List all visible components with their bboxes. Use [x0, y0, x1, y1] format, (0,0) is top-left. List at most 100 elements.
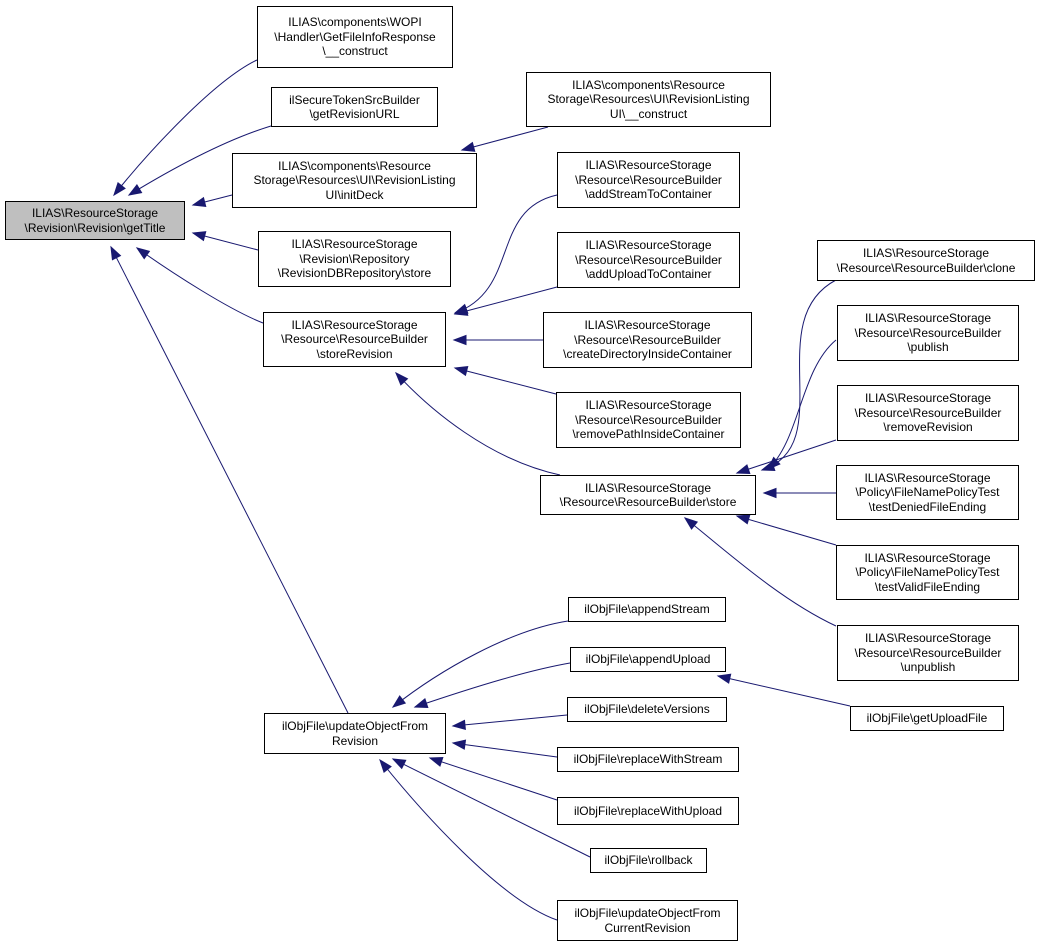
node-publish-line-1: ILIAS\ResourceStorage	[864, 311, 992, 326]
node-updatefromrev[interactable]: ilObjFile\updateObjectFrom Revision	[264, 713, 446, 754]
edge-removepath-to-storerevision	[454, 367, 557, 395]
edge-revlisting_construct-to-initdeck	[461, 126, 549, 151]
node-denied-line-3: \testDeniedFileEnding	[868, 499, 987, 514]
arrowhead-replaceupload-to-updatefromrev	[428, 756, 444, 767]
edge-replaceupload-to-updatefromrev	[429, 757, 558, 801]
arrowhead-wopi-to-gettitle	[113, 181, 126, 197]
node-unpublish-line-1: ILIAS\ResourceStorage	[864, 631, 992, 646]
node-replacestream-line-1: ilObjFile\replaceWithStream	[573, 752, 723, 767]
node-appendupload[interactable]: ilObjFile\appendUpload	[570, 647, 726, 672]
node-removerevision-line-2: \Resource\ResourceBuilder	[854, 405, 1002, 420]
edge-store-to-storerevision	[395, 372, 561, 476]
node-revlisting-construct[interactable]: ILIAS\components\Resource Storage\Resour…	[526, 72, 771, 127]
node-denied[interactable]: ILIAS\ResourceStorage \Policy\FileNamePo…	[836, 465, 1019, 520]
node-updatefromrev-line-2: Revision	[331, 733, 379, 748]
arrowhead-removerevision-to-store	[735, 464, 751, 475]
node-storerevision-line-1: ILIAS\ResourceStorage	[291, 317, 418, 332]
node-clone-line-1: ILIAS\ResourceStorage	[862, 246, 990, 260]
node-store[interactable]: ILIAS\ResourceStorage \Resource\Resource…	[540, 475, 756, 515]
node-storerevision[interactable]: ILIAS\ResourceStorage \Resource\Resource…	[263, 312, 446, 367]
node-valid[interactable]: ILIAS\ResourceStorage \Policy\FileNamePo…	[836, 545, 1019, 600]
node-publish-line-2: \Resource\ResourceBuilder	[854, 325, 1002, 340]
node-addupload-line-3: \addUploadToContainer	[585, 267, 712, 282]
edge-getuploadfile-to-appendupload	[717, 675, 851, 707]
edge-updatefromcurrent-to-updatefromrev	[379, 759, 558, 921]
node-replaceupload-line-1: ilObjFile\replaceWithUpload	[573, 803, 723, 818]
node-replacestream[interactable]: ilObjFile\replaceWithStream	[557, 747, 739, 772]
node-removerevision[interactable]: ILIAS\ResourceStorage \Resource\Resource…	[837, 385, 1019, 441]
arrowhead-appendstream-to-updatefromrev	[391, 695, 407, 708]
edge-valid-to-store	[736, 515, 837, 546]
node-clone-line-2: \Resource\ResourceBuilder\clone	[836, 260, 1016, 275]
node-getuploadfile-line-1: ilObjFile\getUploadFile	[866, 711, 988, 726]
arrowhead-store-to-storerevision	[395, 371, 409, 386]
node-securetoken[interactable]: ilSecureTokenSrcBuilder \getRevisionURL	[271, 87, 438, 127]
edge-updatefromrev-to-gettitle	[110, 246, 349, 714]
node-deleteversions[interactable]: ilObjFile\deleteVersions	[567, 697, 727, 722]
node-updatefromcurrent-line-1: ilObjFile\updateObjectFrom	[574, 906, 721, 920]
edge-wopi-to-gettitle	[113, 59, 258, 196]
node-unpublish[interactable]: ILIAS\ResourceStorage \Resource\Resource…	[837, 625, 1019, 681]
node-rollback[interactable]: ilObjFile\rollback	[590, 848, 707, 873]
arrowhead-storerevision-to-gettitle	[135, 247, 151, 260]
node-wopi[interactable]: ILIAS\components\WOPI \Handler\GetFileIn…	[257, 6, 453, 68]
node-revrepo-store-line-3: \RevisionDBRepository\store	[277, 266, 432, 281]
edge-addstream-to-storerevision	[454, 194, 558, 314]
node-unpublish-line-3: \unpublish	[900, 660, 956, 675]
arrowhead-revlisting_construct-to-initdeck	[460, 141, 476, 152]
node-revrepo-store-line-1: ILIAS\ResourceStorage	[291, 237, 418, 252]
arrowhead-appendupload-to-updatefromrev	[413, 698, 429, 708]
node-addstream[interactable]: ILIAS\ResourceStorage \Resource\Resource…	[557, 152, 740, 208]
node-updatefromcurrent[interactable]: ilObjFile\updateObjectFrom CurrentRevisi…	[557, 900, 738, 941]
node-securetoken-line-1: ilSecureTokenSrcBuilder	[289, 92, 420, 107]
node-removerevision-line-3: \removeRevision	[883, 420, 973, 435]
node-securetoken-line-2: \getRevisionURL	[309, 107, 400, 121]
arrowhead-removepath-to-storerevision	[453, 366, 469, 377]
node-publish-line-3: \publish	[907, 340, 949, 355]
node-addstream-line-2: \Resource\ResourceBuilder	[575, 172, 722, 187]
node-revrepo-store[interactable]: ILIAS\ResourceStorage \Revision\Reposito…	[258, 231, 451, 287]
node-addupload-line-2: \Resource\ResourceBuilder	[575, 252, 722, 267]
arrowhead-replacestream-to-updatefromrev	[451, 739, 467, 750]
node-wopi-line-1: ILIAS\components\WOPI	[288, 15, 422, 30]
node-createdir[interactable]: ILIAS\ResourceStorage \Resource\Resource…	[543, 312, 752, 368]
node-removepath-line-2: \Resource\ResourceBuilder	[575, 412, 722, 427]
edge-rollback-to-updatefromrev	[392, 758, 591, 858]
node-valid-line-1: ILIAS\ResourceStorage	[864, 550, 991, 565]
arrowhead-valid-to-store	[735, 514, 751, 525]
arrowhead-addupload-to-storerevision	[453, 305, 469, 316]
node-unpublish-line-2: \Resource\ResourceBuilder	[854, 645, 1002, 660]
arrowhead-updatefromrev-to-gettitle	[110, 245, 122, 261]
node-storerevision-line-3: \storeRevision	[316, 346, 393, 361]
node-replaceupload[interactable]: ilObjFile\replaceWithUpload	[557, 797, 739, 825]
node-denied-line-1: ILIAS\ResourceStorage	[864, 470, 991, 485]
node-addupload[interactable]: ILIAS\ResourceStorage \Resource\Resource…	[557, 232, 740, 288]
arrowhead-securetoken-to-gettitle	[127, 184, 143, 196]
node-publish[interactable]: ILIAS\ResourceStorage \Resource\Resource…	[837, 305, 1019, 361]
node-createdir-line-1: ILIAS\ResourceStorage	[584, 318, 711, 333]
node-initdeck[interactable]: ILIAS\components\Resource Storage\Resour…	[232, 153, 477, 208]
node-denied-line-2: \Policy\FileNamePolicyTest	[855, 485, 1000, 500]
edge-appendstream-to-updatefromrev	[392, 620, 569, 708]
edge-layer	[110, 59, 851, 921]
edge-storerevision-to-gettitle	[136, 247, 264, 324]
node-updatefromcurrent-line-2: CurrentRevision	[604, 920, 691, 935]
node-appendupload-line-1: ilObjFile\appendUpload	[585, 652, 711, 667]
arrowhead-deleteversions-to-updatefromrev	[451, 719, 466, 730]
node-rollback-line-1: ilObjFile\rollback	[604, 853, 693, 868]
arrowhead-publish-to-store	[766, 456, 781, 470]
node-appendstream-line-1: ilObjFile\appendStream	[584, 602, 710, 617]
node-addstream-line-1: ILIAS\ResourceStorage	[585, 158, 712, 173]
arrowhead-updatefromcurrent-to-updatefromrev	[379, 758, 392, 774]
node-clone[interactable]: ILIAS\ResourceStorage \Resource\Resource…	[817, 240, 1035, 281]
arrowhead-unpublish-to-store	[683, 517, 699, 530]
node-removepath[interactable]: ILIAS\ResourceStorage \Resource\Resource…	[556, 392, 741, 448]
arrowhead-revrepo_store-to-gettitle	[191, 231, 207, 242]
node-wopi-line-3: \__construct	[322, 44, 388, 59]
node-storerevision-line-2: \Resource\ResourceBuilder	[281, 332, 428, 347]
node-removepath-line-3: \removePathInsideContainer	[572, 427, 725, 442]
arrowhead-initdeck-to-gettitle	[191, 196, 207, 207]
node-appendstream[interactable]: ilObjFile\appendStream	[568, 597, 726, 622]
node-getuploadfile[interactable]: ilObjFile\getUploadFile	[850, 706, 1004, 731]
